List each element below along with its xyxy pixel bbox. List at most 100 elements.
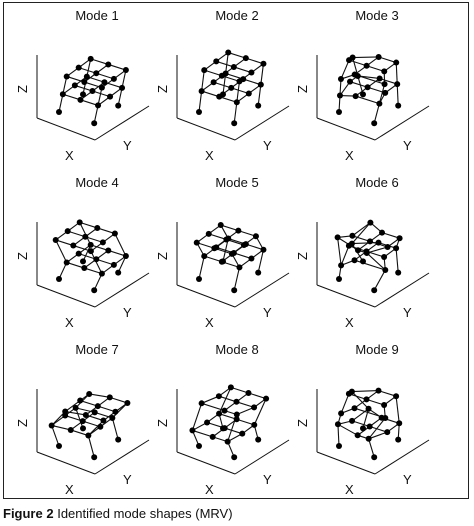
beam-member [366, 65, 385, 72]
column-member [366, 252, 386, 271]
frame-node [379, 229, 385, 236]
frame-node [59, 91, 66, 98]
beam-member [236, 406, 255, 416]
frame-node [196, 443, 202, 449]
column-member [82, 76, 88, 95]
frame-node [381, 254, 388, 260]
column-member [87, 435, 95, 458]
beam-member [368, 431, 388, 440]
frame-node [91, 287, 98, 294]
frame-node [89, 88, 96, 95]
frame-node [351, 257, 358, 264]
y-axis [234, 439, 290, 475]
beam-member [213, 81, 232, 89]
x-axis-label: X [65, 315, 74, 330]
beam-member [245, 57, 264, 65]
y-axis [374, 272, 430, 308]
beam-member [96, 72, 115, 80]
column-member [201, 70, 205, 92]
frame-node [205, 230, 212, 237]
frame-node [79, 418, 86, 425]
frame-node [393, 245, 400, 252]
y-axis-label: Y [123, 138, 132, 153]
mode-title: Mode 1 [75, 8, 118, 23]
beam-member [228, 52, 247, 59]
beam-member [80, 400, 98, 407]
frame-node [382, 89, 389, 96]
frame-node [242, 55, 249, 62]
column-member [58, 94, 64, 113]
frame-node [52, 236, 59, 243]
column-member [93, 273, 103, 291]
beam-member [236, 401, 255, 408]
frame-node [110, 261, 117, 268]
beam-member [220, 224, 239, 232]
frame-node [217, 222, 224, 229]
frame-node [115, 269, 122, 276]
frame-node [334, 421, 341, 428]
frame-node [351, 405, 358, 412]
frame-node [56, 109, 62, 115]
frame-node [255, 102, 262, 109]
frame-node [378, 414, 385, 421]
beam-member [70, 429, 89, 437]
beam-member [90, 244, 109, 251]
beam-member [231, 87, 249, 94]
column-member [90, 250, 103, 274]
beam-member [367, 86, 386, 94]
frame-node [87, 55, 94, 62]
x-axis [176, 117, 236, 141]
column-member [257, 84, 262, 106]
column-member [117, 255, 127, 273]
frame-node [393, 393, 400, 400]
beam-member [221, 75, 240, 82]
beam-member [201, 402, 225, 412]
frame-node [111, 230, 118, 237]
beam-member [219, 96, 237, 103]
frame-node [228, 84, 235, 91]
frame-node [376, 75, 383, 82]
column-member [351, 391, 369, 410]
x-axis [316, 451, 376, 475]
frame-node [233, 416, 240, 423]
frame-node [395, 269, 402, 276]
beam-member [340, 245, 350, 266]
x-axis-label: X [65, 148, 74, 163]
z-axis-label: Z [155, 252, 170, 260]
y-axis [94, 272, 150, 308]
frame-node [371, 454, 378, 461]
frame-node [239, 430, 246, 437]
beam-member [243, 78, 261, 86]
frame-node [248, 255, 255, 262]
y-axis [94, 105, 150, 141]
frame-node [80, 425, 86, 432]
frame-node [352, 93, 359, 100]
beam-member [96, 258, 115, 266]
frame-node [98, 84, 105, 91]
x-axis-label: X [205, 315, 214, 330]
frame-node [94, 224, 101, 231]
frame-node [230, 63, 237, 70]
frame-node [381, 402, 388, 408]
column-member [395, 62, 398, 85]
figure-caption: Figure 2 Identified mode shapes (MRV) [3, 506, 233, 521]
y-axis [234, 272, 290, 308]
beam-member [75, 407, 95, 413]
y-axis-label: Y [263, 472, 272, 487]
column-member [58, 262, 68, 280]
beam-member [85, 414, 104, 422]
beam-member [355, 95, 380, 105]
column-member [117, 87, 123, 106]
beam-member [340, 393, 350, 414]
frame-node [345, 390, 352, 397]
mode-title: Mode 8 [215, 342, 258, 357]
frame-node [382, 267, 389, 273]
frame-node [87, 241, 94, 248]
beam-member [108, 249, 127, 257]
frame-node [384, 429, 391, 436]
beam-member [84, 81, 103, 89]
frame-node [396, 235, 403, 242]
